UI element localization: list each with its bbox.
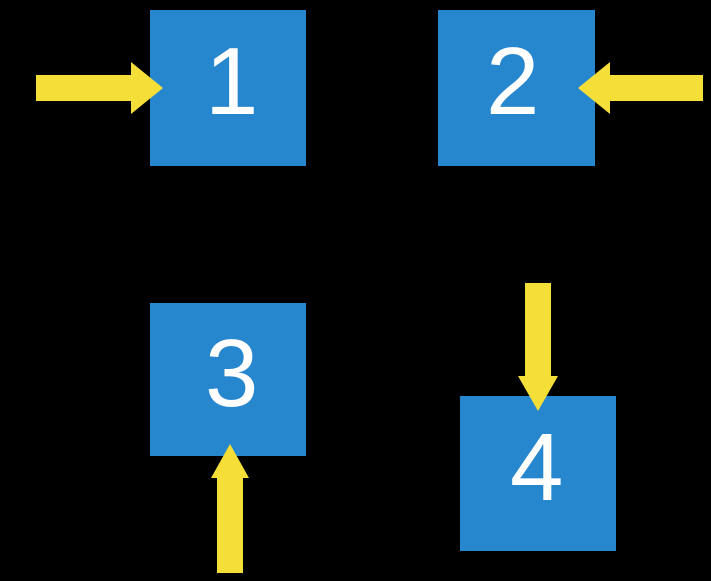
- arrow-into-node-1-icon[interactable]: [36, 62, 163, 114]
- node-box-1[interactable]: 1: [150, 10, 306, 166]
- node-box-4[interactable]: 4: [460, 396, 616, 551]
- node-box-3[interactable]: 3: [150, 303, 306, 456]
- node-box-2[interactable]: 2: [438, 10, 595, 166]
- arrow-into-node-3-icon[interactable]: [211, 444, 249, 573]
- node-label-3: 3: [205, 320, 259, 427]
- node-label-4: 4: [510, 414, 564, 521]
- arrow-into-node-2-icon[interactable]: [578, 62, 703, 114]
- node-label-2: 2: [486, 28, 540, 135]
- arrow-into-node-4-icon[interactable]: [518, 283, 558, 411]
- node-label-1: 1: [205, 28, 259, 135]
